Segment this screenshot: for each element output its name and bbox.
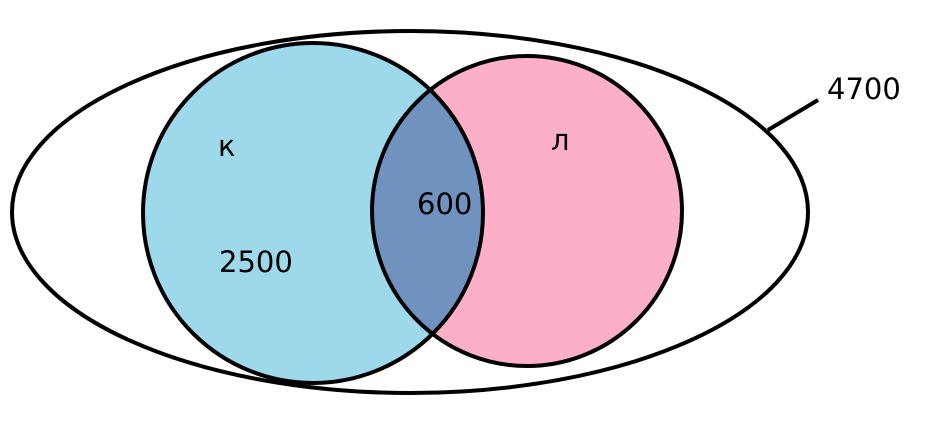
intersection-region	[372, 56, 483, 366]
set-k-value-label: 2500	[219, 245, 293, 279]
universe-total-label: 4700	[827, 72, 901, 106]
intersection-value-label: 600	[417, 187, 472, 221]
set-k-label: к	[218, 129, 236, 163]
set-k-outline	[141, 41, 485, 385]
set-l-outline	[370, 54, 684, 368]
set-l-label: л	[551, 123, 570, 157]
total-pointer-line	[766, 98, 820, 132]
